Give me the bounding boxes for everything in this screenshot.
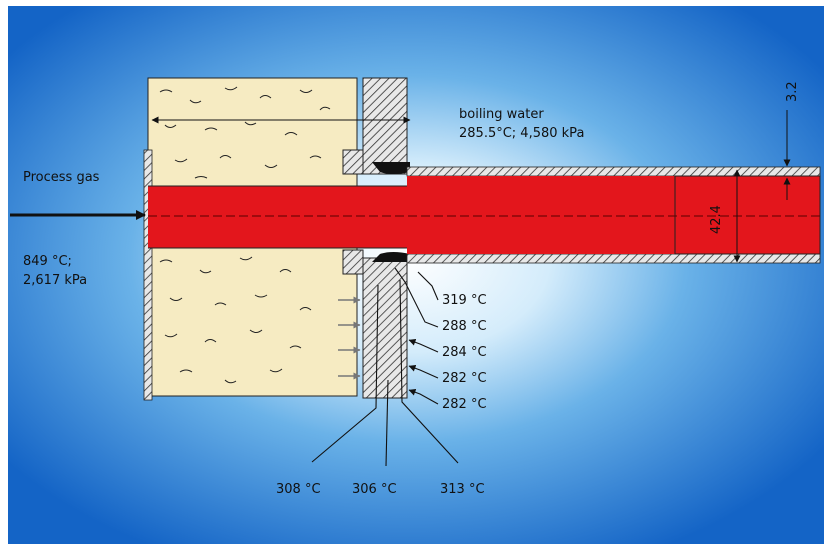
ferrule-bottom — [342, 249, 364, 275]
weld-bottom — [372, 252, 410, 262]
temp-284-label: 284 °C — [442, 345, 487, 360]
process-gas-label: Process gas — [23, 170, 100, 185]
tube-diameter-label: 42.4 — [709, 205, 724, 234]
gradient-background — [8, 6, 824, 544]
temp-282-label-b: 282 °C — [442, 397, 487, 412]
tube-wall-bottom — [406, 253, 821, 264]
heat-flow-arrows — [338, 296, 361, 380]
inlet-pressure: 2,617 kPa — [23, 273, 87, 288]
boiling-water-label: boiling water — [459, 107, 544, 122]
boiling-water-conditions: 285.5°C; 4,580 kPa — [459, 126, 584, 141]
insulation-top — [147, 77, 358, 187]
wall-thickness-label: 3.2 — [785, 81, 800, 102]
temp-319-label: 319 °C — [442, 293, 487, 308]
tube-wall-top — [406, 166, 821, 177]
temp-282-label-a: 282 °C — [442, 371, 487, 386]
ferrule-top — [342, 149, 364, 175]
inlet-temperature: 849 °C; — [23, 254, 72, 269]
tubesheet-top — [362, 77, 408, 175]
tube-section — [674, 175, 821, 255]
insulation-bottom — [147, 247, 358, 397]
leader-lines-bottom — [311, 279, 459, 467]
temp-306-label: 306 °C — [352, 482, 397, 497]
weld-top — [372, 162, 410, 174]
left-flange — [143, 149, 153, 401]
leader-lines-right — [394, 267, 439, 405]
temp-288-label: 288 °C — [442, 319, 487, 334]
temp-313-label: 313 °C — [440, 482, 485, 497]
temp-308-label: 308 °C — [276, 482, 321, 497]
